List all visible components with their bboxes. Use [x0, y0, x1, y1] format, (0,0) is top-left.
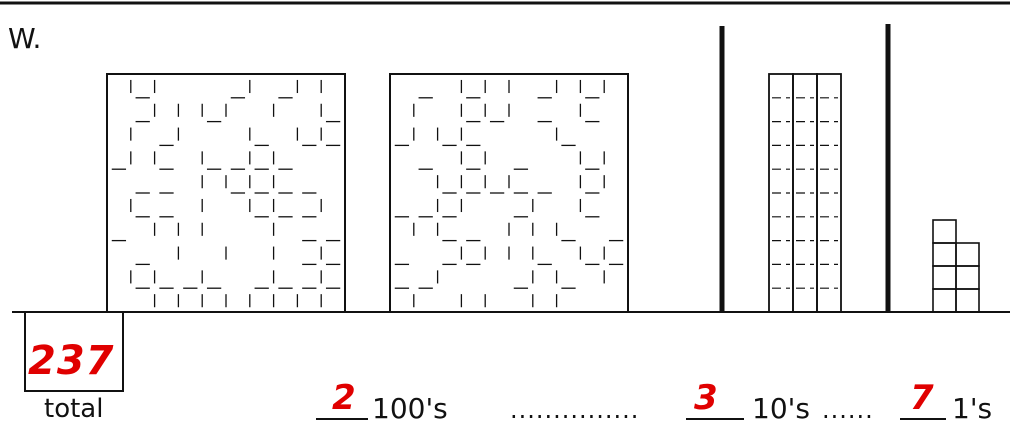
- one-cube: [956, 266, 979, 289]
- one-cube: [956, 289, 979, 312]
- hundreds-blocks: [107, 74, 628, 312]
- tens-unit: 10's: [752, 392, 810, 425]
- ten-rod: [769, 74, 793, 312]
- tens-leader-dots: ...............: [510, 396, 639, 424]
- ones-leader-dots: ......: [822, 396, 874, 424]
- one-cube: [956, 243, 979, 266]
- one-cube: [933, 266, 956, 289]
- ten-rod: [793, 74, 817, 312]
- hundred-flat: [390, 74, 628, 312]
- hundreds-unit: 100's: [372, 392, 448, 425]
- ones-blocks: [933, 220, 979, 312]
- ten-rod: [817, 74, 841, 312]
- tens-answer: 3: [694, 378, 718, 418]
- ones-unit: 1's: [952, 392, 992, 425]
- tens-blank[interactable]: [686, 418, 744, 420]
- one-cube: [933, 243, 956, 266]
- ones-answer: 7: [910, 378, 934, 418]
- problem-label: W.: [8, 22, 41, 55]
- hundreds-answer: 2: [332, 378, 356, 418]
- total-answer: 237: [28, 338, 115, 384]
- hundreds-blank[interactable]: [316, 418, 368, 420]
- total-label: total: [44, 394, 103, 424]
- ones-blank[interactable]: [900, 418, 946, 420]
- hundred-flat: [107, 74, 345, 312]
- one-cube: [933, 289, 956, 312]
- tens-blocks: [769, 74, 841, 312]
- one-cube: [933, 220, 956, 243]
